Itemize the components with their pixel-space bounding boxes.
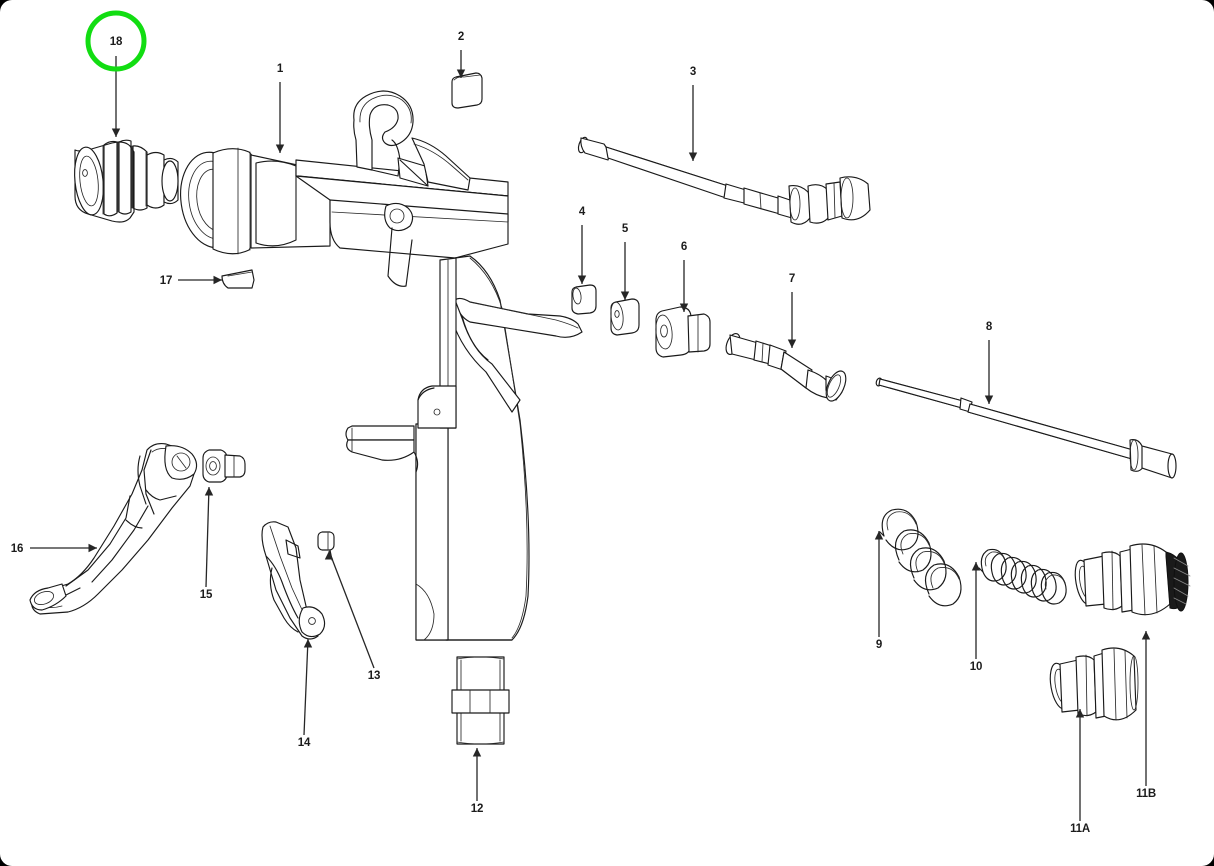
callout-label-11A: 11A (1070, 823, 1090, 835)
leader-arrowhead-16 (88, 543, 97, 553)
callout-2: 2 (456, 31, 466, 78)
highlight-ring (85, 10, 147, 72)
leader-arrowhead-4 (577, 275, 587, 284)
leader-arrowhead-11A (1075, 709, 1085, 718)
leader-arrowhead-11B (1141, 631, 1151, 640)
callout-16: 16 (11, 543, 97, 555)
callout-13: 13 (324, 550, 380, 682)
leader-arrowhead-5 (620, 291, 630, 300)
callout-17: 17 (160, 275, 222, 287)
part-8-needle-rod (875, 377, 1177, 479)
callout-3: 3 (688, 66, 698, 161)
callout-11B: 11B (1136, 631, 1156, 800)
part-2-square-seal (451, 72, 483, 109)
callout-7: 7 (787, 273, 797, 348)
callout-label-17: 17 (160, 275, 172, 287)
part-12-hex-inlet-fitting (451, 656, 510, 745)
callout-9: 9 (874, 531, 884, 651)
callout-12: 12 (471, 748, 483, 815)
part-11b-knurled-cap-threaded (1074, 543, 1191, 616)
part-7-valve-stem (725, 332, 847, 402)
callout-label-12: 12 (471, 803, 483, 815)
part-14-safety-lever (261, 521, 326, 640)
leader-arrowhead-10 (971, 562, 981, 571)
callout-label-6: 6 (681, 241, 687, 253)
callout-label-2: 2 (458, 31, 464, 43)
leader-arrowhead-8 (984, 395, 994, 404)
part-6-hex-nut (655, 306, 711, 358)
part-9-large-spring (879, 508, 962, 607)
callout-1: 1 (275, 63, 285, 153)
leader-arrowhead-18 (111, 128, 121, 137)
leader-line-15 (205, 486, 210, 588)
leader-arrowhead-17 (213, 275, 222, 285)
part-5-bushing (610, 298, 640, 336)
callout-label-9: 9 (876, 639, 882, 651)
callout-14: 14 (298, 638, 313, 749)
leader-arrowhead-12 (472, 748, 482, 757)
callout-label-10: 10 (970, 661, 982, 673)
leader-arrowhead-14 (303, 639, 313, 648)
callout-label-8: 8 (986, 321, 993, 333)
callout-label-11B: 11B (1136, 788, 1156, 800)
leader-line-13 (328, 550, 375, 669)
part-18-nozzle-cap (74, 139, 179, 223)
callout-label-16: 16 (11, 543, 23, 555)
leader-arrowhead-13 (324, 551, 334, 560)
leader-line-14 (303, 638, 309, 736)
callout-label-18: 18 (110, 36, 123, 48)
callout-15: 15 (200, 486, 214, 601)
callout-label-7: 7 (789, 273, 795, 285)
part-15-pivot-bolt (202, 449, 246, 483)
leader-arrowhead-7 (787, 339, 797, 348)
callout-6: 6 (679, 241, 689, 312)
part-4-small-ring (571, 284, 597, 315)
part-3-nozzle-assembly (577, 136, 871, 225)
leader-arrowhead-6 (679, 303, 689, 312)
callout-5: 5 (620, 223, 630, 300)
part-16-trigger-lever (29, 443, 198, 615)
part-1-gun-body (180, 90, 583, 641)
leader-arrowhead-9 (874, 531, 884, 540)
callout-10: 10 (970, 562, 982, 673)
callout-label-4: 4 (579, 206, 586, 218)
part-10-small-spring (978, 548, 1067, 605)
leader-arrowhead-3 (688, 152, 698, 161)
callout-label-13: 13 (368, 670, 380, 682)
leader-arrowhead-2 (456, 69, 466, 78)
callout-label-1: 1 (277, 63, 284, 75)
leader-arrowhead-15 (204, 487, 214, 496)
part-11a-knurled-cap (1049, 647, 1139, 721)
callout-label-15: 15 (200, 589, 213, 601)
part-13-set-screw (317, 531, 335, 561)
callout-label-14: 14 (298, 737, 311, 749)
leader-arrowhead-1 (275, 144, 285, 153)
callout-11A: 11A (1070, 709, 1090, 835)
callout-label-3: 3 (690, 66, 696, 78)
callout-18: 18 (110, 36, 123, 137)
part-17-retainer-tab (221, 269, 255, 289)
callout-8: 8 (984, 321, 994, 404)
callout-label-5: 5 (622, 223, 629, 235)
callout-4: 4 (577, 206, 587, 284)
